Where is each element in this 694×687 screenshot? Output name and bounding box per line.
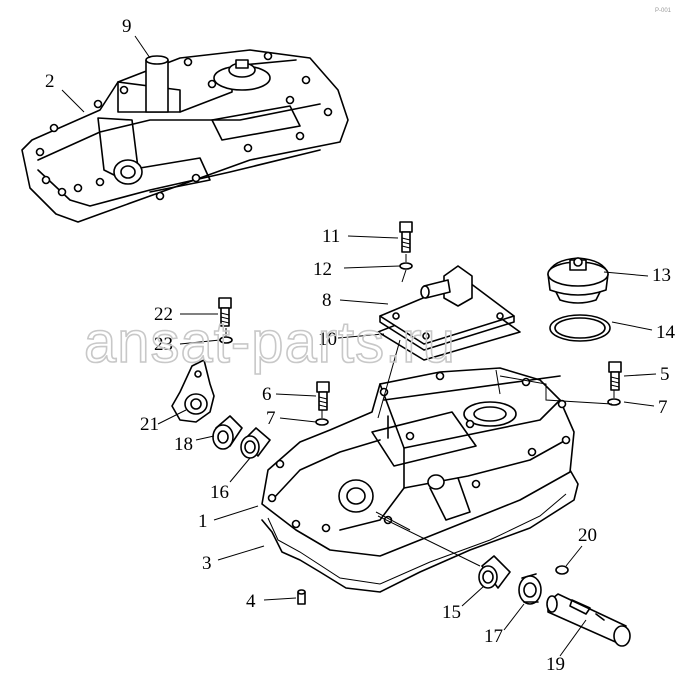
bushing-16 [240, 427, 271, 459]
callout-16: 16 [210, 482, 229, 503]
corner-mark: P-001 [655, 8, 672, 14]
callout-7-right: 7 [658, 397, 668, 418]
elbow-fitting [420, 265, 473, 307]
callout-9: 9 [122, 16, 132, 37]
callout-11: 11 [322, 226, 340, 247]
callout-leaders [61, 35, 657, 657]
pin-4 [297, 589, 306, 605]
callout-20: 20 [578, 525, 597, 546]
pin-20 [555, 565, 569, 575]
callout-3: 3 [202, 553, 212, 574]
bolt-22 [218, 297, 232, 327]
gasket [261, 469, 579, 593]
callout-7-left: 7 [266, 408, 276, 429]
bolt-5 [608, 361, 622, 391]
callout-17: 17 [484, 626, 503, 647]
main-cover [261, 367, 575, 557]
upper-cover-assembly [21, 49, 349, 223]
callout-22: 22 [154, 304, 173, 325]
bolt-6 [316, 381, 330, 411]
callout-14: 14 [656, 322, 676, 343]
watermark: ansat-parts.ru [84, 310, 456, 375]
callout-21: 21 [140, 414, 159, 435]
callout-23: 23 [154, 334, 173, 355]
bushing-15 [478, 555, 511, 589]
bearing-18 [212, 415, 243, 450]
callout-6: 6 [262, 384, 272, 405]
callout-8: 8 [322, 290, 332, 311]
callout-15: 15 [442, 602, 461, 623]
washer-7-left [315, 418, 329, 426]
callout-18: 18 [174, 434, 193, 455]
callout-10: 10 [318, 329, 337, 350]
bearing-17 [518, 573, 542, 605]
callout-13: 13 [652, 265, 671, 286]
callout-1: 1 [198, 511, 208, 532]
breather-cap [547, 257, 609, 304]
callout-5: 5 [660, 364, 670, 385]
bolt-11 [399, 221, 413, 253]
callout-numbers: 9 2 11 12 13 8 14 22 10 23 5 6 7 7 21 18… [45, 16, 676, 675]
callout-19: 19 [546, 654, 565, 675]
washer-12 [399, 262, 413, 270]
o-ring [549, 314, 611, 342]
callout-12: 12 [313, 259, 332, 280]
bracket [171, 359, 215, 423]
callout-4: 4 [246, 591, 256, 612]
callout-2: 2 [45, 71, 55, 92]
shaft-19 [546, 593, 631, 647]
